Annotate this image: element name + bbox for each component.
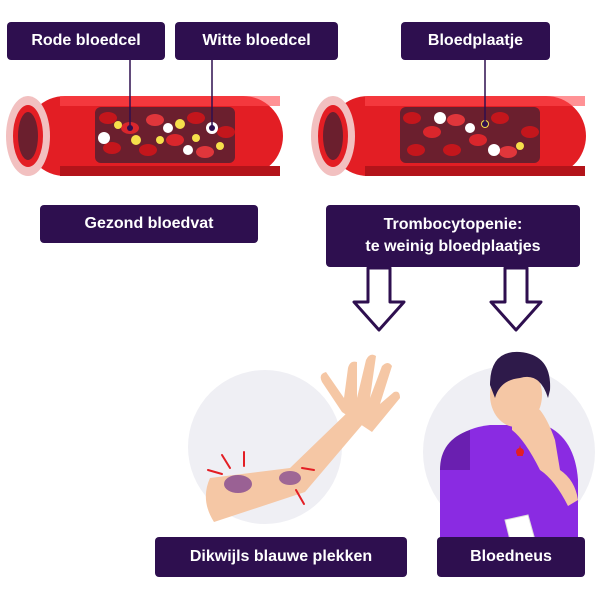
nosebleed-person-illustration: [423, 351, 595, 541]
pointer-red-cell: [127, 58, 133, 131]
arrow-to-bruises: [352, 266, 406, 332]
thrombocytopenia-vessel: [311, 96, 586, 176]
label-thrombocytopenia: Trombocytopenie: te weinig bloedplaatjes: [326, 205, 580, 267]
arrow-to-nosebleed: [489, 266, 543, 332]
label-platelet: Bloedplaatje: [401, 22, 550, 60]
label-thrombocytopenia-line2: te weinig bloedplaatjes: [365, 238, 541, 255]
healthy-vessel: [6, 96, 283, 176]
bruised-arm-illustration: [188, 354, 400, 524]
label-healthy-vessel: Gezond bloedvat: [40, 205, 258, 243]
label-white-blood-cell: Witte bloedcel: [175, 22, 338, 60]
label-nosebleed: Bloedneus: [437, 537, 585, 577]
label-thrombocytopenia-line1: Trombocytopenie:: [383, 216, 523, 233]
label-bruises: Dikwijls blauwe plekken: [155, 537, 407, 577]
pointer-platelet: [482, 58, 488, 127]
label-red-blood-cell: Rode bloedcel: [7, 22, 165, 60]
pointer-white-cell: [209, 58, 215, 131]
